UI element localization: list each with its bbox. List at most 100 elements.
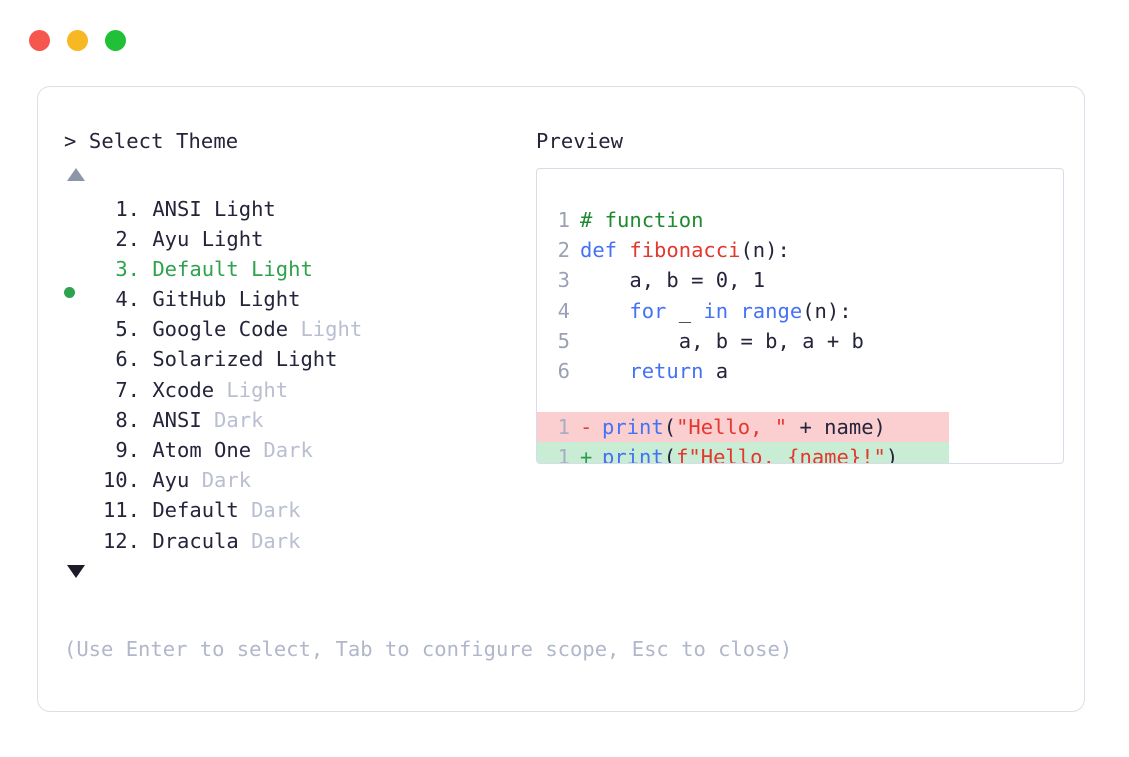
code-token-plain: a, b = b, a + b: [580, 328, 864, 353]
theme-list-item[interactable]: 11. Default Dark: [64, 495, 534, 525]
code-token-plain: ): [885, 445, 899, 464]
theme-list-item[interactable]: 12. Dracula Dark: [64, 526, 534, 556]
window-controls: [29, 30, 126, 51]
diff-lines: 1-print("Hello, " + name)1+print(f"Hello…: [537, 412, 1063, 463]
code-token-plain: [580, 299, 629, 323]
scroll-up-icon[interactable]: [67, 167, 85, 181]
theme-item-variant: Dark: [238, 528, 301, 553]
theme-item-variant: Dark: [201, 407, 264, 432]
minimize-icon[interactable]: [67, 30, 88, 51]
code-token-plain: a, b =: [580, 268, 716, 293]
diff-line-del: 1-print("Hello, " + name): [537, 412, 949, 443]
select-theme-heading: > Select Theme: [64, 131, 534, 152]
theme-item-variant: Light: [288, 317, 363, 342]
code-line-number: 4: [557, 298, 570, 323]
theme-list-item[interactable]: 9. Atom One Dark: [64, 435, 534, 465]
diff-line-text: print(f"Hello, {name}!"): [602, 442, 899, 464]
code-line-text: a, b = b, a + b: [580, 326, 864, 356]
code-token-kw: in: [703, 298, 729, 323]
diff-sign: -: [580, 415, 593, 440]
page-title: Select Theme: [88, 129, 239, 153]
code-line-number: 5: [557, 328, 570, 353]
code-line: 3 a, b = 0, 1: [554, 265, 1063, 295]
code-token-plain: (: [663, 445, 677, 464]
theme-list-item[interactable]: 1. ANSI Light: [64, 194, 534, 224]
code-token-plain: (: [663, 415, 677, 440]
code-token-comment: # function: [580, 208, 704, 232]
theme-item-name: Default: [140, 256, 239, 281]
theme-list-item[interactable]: 2. Ayu Light: [64, 224, 534, 254]
diff-line-text: print("Hello, " + name): [602, 412, 886, 442]
code-token-kw: return: [629, 358, 704, 383]
theme-item-name: ANSI: [140, 196, 202, 221]
preview-heading: Preview: [536, 129, 624, 153]
code-line: 4 for _ in range(n):: [554, 296, 1063, 326]
theme-list-item[interactable]: 3. Default Light: [64, 254, 534, 298]
theme-item-number: 8.: [115, 407, 140, 432]
theme-item-variant: Light: [238, 256, 313, 281]
theme-list-item[interactable]: 5. Google Code Light: [64, 314, 534, 344]
theme-item-variant: Light: [201, 196, 276, 221]
theme-item-number: 5.: [115, 317, 140, 342]
code-token-num: 1: [752, 268, 766, 293]
theme-list-item[interactable]: 8. ANSI Dark: [64, 405, 534, 435]
close-icon[interactable]: [29, 30, 50, 51]
diff-line-number: 1: [557, 445, 570, 464]
code-token-plain: _: [666, 298, 704, 323]
code-token-plain: [580, 359, 629, 383]
theme-item-variant: Dark: [238, 498, 301, 523]
code-line-text: # function: [580, 205, 703, 235]
code-line-number: 6: [557, 358, 570, 383]
theme-item-number: 12.: [102, 528, 140, 553]
theme-item-name: Ayu: [140, 468, 190, 493]
theme-item-variant: Light: [189, 226, 264, 251]
selected-bullet-icon: [64, 286, 75, 298]
code-token-str: "Hello, ": [676, 415, 788, 440]
code-token-plain: + name): [787, 415, 886, 440]
code-line: 1# function: [554, 205, 1063, 235]
theme-list-item[interactable]: 10. Ayu Dark: [64, 465, 534, 495]
theme-item-number: 11.: [102, 498, 140, 523]
code-token-kw: for: [629, 298, 667, 323]
theme-item-variant: Dark: [251, 438, 313, 462]
theme-item-name: Solarized: [140, 347, 264, 372]
theme-list-item[interactable]: 4. GitHub Light: [64, 284, 534, 314]
theme-list-item[interactable]: 6. Solarized Light: [64, 344, 534, 374]
maximize-icon[interactable]: [105, 30, 126, 51]
code-token-builtin: print: [602, 415, 664, 440]
code-line-number: 2: [557, 238, 570, 263]
code-line: 6 return a: [554, 356, 1063, 386]
code-token-fn: fibonacci: [629, 238, 741, 263]
theme-item-variant: Dark: [189, 468, 252, 493]
code-token-plain: ,: [728, 268, 753, 293]
diff-line-add: 1+print(f"Hello, {name}!"): [537, 442, 949, 464]
code-token-builtin: print: [602, 445, 664, 464]
theme-item-name: Dracula: [140, 528, 239, 553]
theme-item-variant: Light: [214, 377, 289, 402]
code-token-str: f"Hello, {name}!": [676, 445, 886, 464]
code-token-kw: def: [580, 238, 630, 263]
prompt-symbol: >: [64, 129, 77, 153]
code-line-text: a, b = 0, 1: [580, 265, 765, 295]
theme-item-name: Atom One: [140, 438, 252, 462]
code-token-builtin: range: [740, 298, 803, 323]
theme-list-item[interactable]: 7. Xcode Light: [64, 375, 534, 405]
code-line-number: 3: [557, 268, 570, 293]
theme-item-name: Xcode: [140, 377, 215, 402]
scroll-down-icon[interactable]: [67, 564, 85, 578]
code-line-text: for _ in range(n):: [580, 296, 851, 326]
theme-item-variant: Light: [226, 287, 301, 312]
theme-item-name: ANSI: [140, 407, 202, 432]
theme-item-number: 9.: [115, 438, 140, 462]
code-line-text: return a: [580, 356, 728, 386]
code-token-num: 0: [715, 268, 729, 293]
theme-item-name: Google Code: [140, 317, 289, 342]
